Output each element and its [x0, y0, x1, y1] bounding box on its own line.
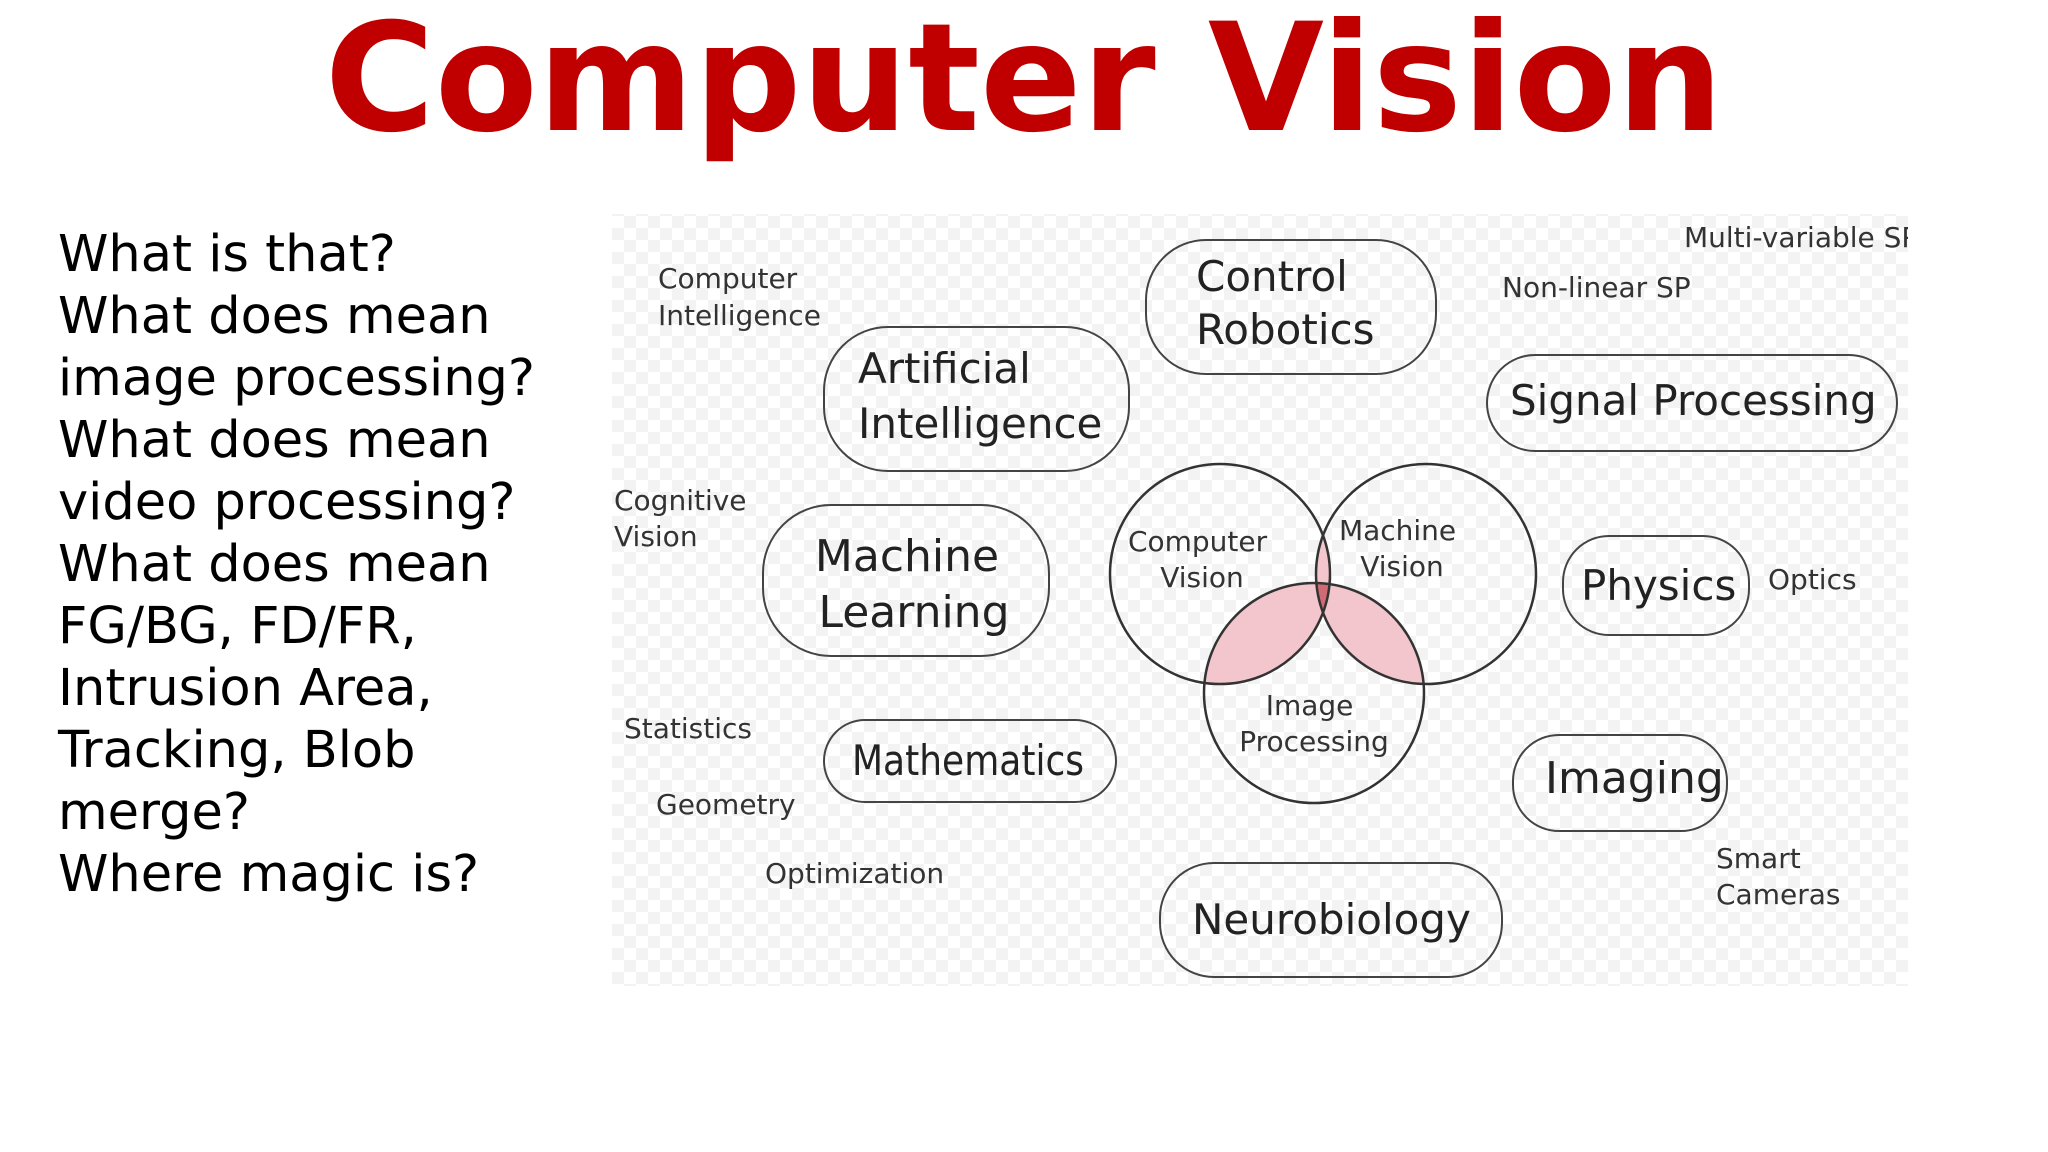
question-line: merge?	[58, 783, 250, 842]
box-control-robotics	[1145, 239, 1437, 375]
question-line: FG/BG, FD/FR,	[58, 597, 417, 656]
question-line: Where magic is?	[58, 845, 480, 904]
question-line: What does mean	[58, 535, 491, 594]
box-artificial-intelligence	[823, 326, 1130, 472]
venn-label-machine-vision: Machine Vision	[1339, 514, 1465, 583]
venn-label-computer-vision: Computer Vision	[1128, 525, 1276, 594]
overlap-mv-ip	[1316, 583, 1424, 684]
box-label-mathematics: Mathematics	[852, 736, 1084, 785]
label-optics: Optics	[1768, 563, 1857, 596]
label-computer-intelligence: Computer Intelligence	[658, 262, 821, 332]
venn-circle-computer-vision	[1108, 462, 1332, 686]
slide-title: Computer Vision	[324, 0, 1724, 166]
box-label-imaging: Imaging	[1545, 753, 1724, 804]
venn-circle-image-processing	[1202, 581, 1426, 805]
box-physics	[1562, 535, 1750, 636]
box-mathematics	[823, 719, 1117, 803]
label-multi-variable-sp: Multi-variable SP	[1684, 221, 1908, 254]
box-machine-learning	[762, 504, 1050, 657]
venn-circle-machine-vision	[1314, 462, 1538, 686]
question-line: image processing?	[58, 349, 535, 408]
box-label-neurobiology: Neurobiology	[1192, 895, 1471, 944]
question-list: What is that? What does mean image proce…	[58, 224, 618, 906]
question-line: What does mean	[58, 287, 491, 346]
question-line: Tracking, Blob	[58, 721, 416, 780]
venn-label-image-processing: Image Processing	[1239, 689, 1389, 758]
question-line: What does mean	[58, 411, 491, 470]
fields-diagram: Computer Vision Machine Vision Image Pro…	[612, 214, 1908, 986]
label-smart-cameras: Smart Cameras	[1716, 842, 1840, 911]
box-neurobiology	[1159, 862, 1503, 978]
label-optimization: Optimization	[765, 857, 944, 890]
overlap-cv-ip	[1204, 583, 1330, 684]
label-non-linear-sp: Non-linear SP	[1502, 271, 1691, 304]
venn-overlaps	[1204, 464, 1424, 684]
box-label-control-robotics: Control Robotics	[1196, 252, 1374, 354]
label-cognitive-vision: Cognitive Vision	[614, 484, 755, 553]
question-line: video processing?	[58, 473, 516, 532]
label-statistics: Statistics	[624, 712, 752, 745]
question-line: What is that?	[58, 225, 396, 284]
label-geometry: Geometry	[656, 788, 796, 821]
box-label-artificial-intelligence: Artificial Intelligence	[858, 344, 1102, 448]
box-imaging	[1512, 734, 1728, 832]
box-label-signal-processing: Signal Processing	[1510, 376, 1877, 425]
box-label-machine-learning: Machine Learning	[815, 531, 1013, 638]
box-label-physics: Physics	[1581, 561, 1736, 610]
question-line: Intrusion Area,	[58, 659, 433, 718]
box-signal-processing	[1486, 354, 1898, 452]
